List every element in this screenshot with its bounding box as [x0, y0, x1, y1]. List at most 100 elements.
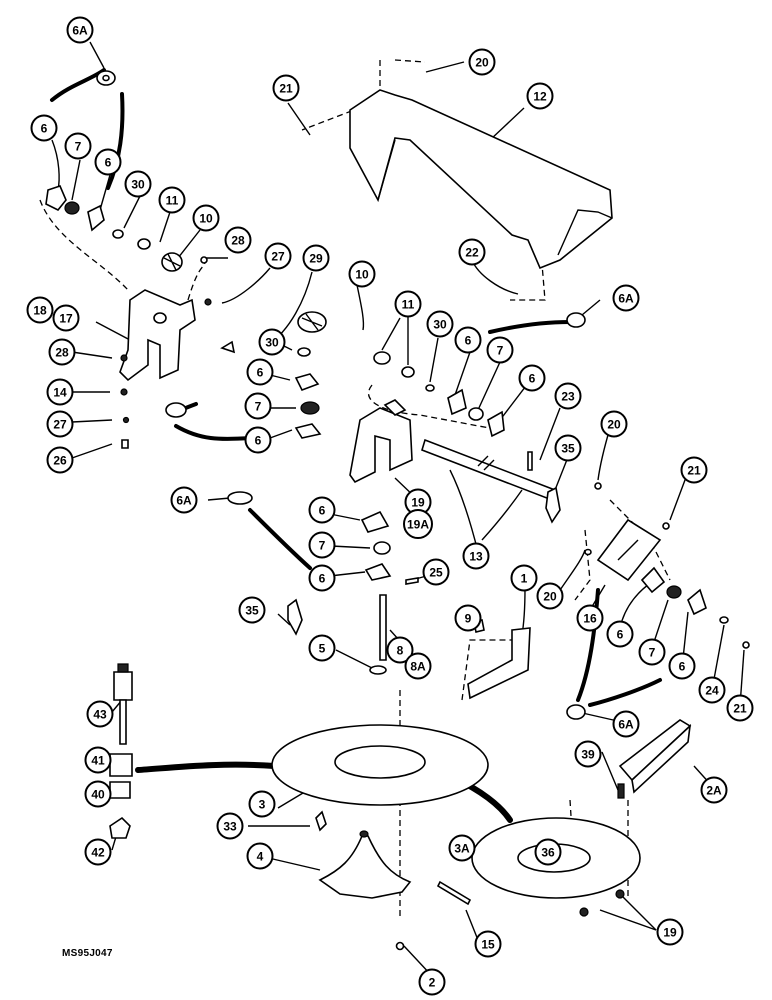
callout-label: 6A — [72, 24, 88, 38]
callout-label: 7 — [255, 400, 262, 414]
callout-6a: 6A — [612, 284, 640, 312]
callout-circle — [486, 336, 514, 364]
callout-circle — [258, 328, 286, 356]
callout-circle — [84, 780, 112, 808]
callout-label: 21 — [733, 702, 747, 716]
callout-circle — [418, 968, 446, 996]
callout-label: 6 — [257, 366, 264, 380]
callout-6: 6 — [308, 496, 336, 524]
callout-label: 20 — [475, 56, 489, 70]
callout-label: 20 — [543, 590, 557, 604]
callout-label: 8 — [397, 644, 404, 658]
callout-39: 39 — [574, 740, 602, 768]
callout-label: 28 — [55, 346, 69, 360]
callout-label: 9 — [465, 612, 472, 626]
callout-11: 11 — [394, 290, 422, 318]
callout-circle — [30, 114, 58, 142]
callout-label: 19A — [407, 518, 429, 532]
callout-circle — [84, 746, 112, 774]
callout-35: 35 — [238, 596, 266, 624]
callout-label: 11 — [166, 194, 179, 208]
callout-label: 36 — [541, 846, 555, 860]
callout-label: 24 — [705, 684, 719, 698]
callout-5: 5 — [308, 634, 336, 662]
callout-6a: 6A — [66, 16, 94, 44]
callout-circle — [574, 740, 602, 768]
callout-circle — [698, 676, 726, 704]
callout-8: 8 — [386, 636, 414, 664]
callout-circle — [526, 82, 554, 110]
callout-circle — [52, 304, 80, 332]
callout-label: 30 — [433, 318, 447, 332]
callout-9: 9 — [454, 604, 482, 632]
callout-30: 30 — [258, 328, 286, 356]
callout-circle — [124, 170, 152, 198]
callout-6: 6 — [308, 564, 336, 592]
callout-circle — [348, 260, 376, 288]
callout-circle — [238, 596, 266, 624]
callout-24: 24 — [698, 676, 726, 704]
callout-label: 6 — [105, 156, 112, 170]
callout-2: 2 — [418, 968, 446, 996]
callout-circle — [534, 838, 562, 866]
callout-label: 10 — [355, 268, 369, 282]
callout-circle — [386, 636, 414, 664]
callout-label: 27 — [53, 418, 67, 432]
callout-label: 23 — [561, 390, 575, 404]
callout-35: 35 — [554, 434, 582, 462]
callout-label: 13 — [469, 550, 483, 564]
callout-circle — [536, 582, 564, 610]
callout-21: 21 — [272, 74, 300, 102]
arm-1 — [467, 627, 531, 700]
callout-18: 18 — [26, 296, 54, 324]
callout-29: 29 — [302, 244, 330, 272]
callout-circle — [248, 790, 276, 818]
callout-7: 7 — [64, 132, 92, 160]
callout-label: 6 — [319, 572, 326, 586]
callout-circle — [224, 226, 252, 254]
callout-label: 30 — [265, 336, 279, 350]
callout-2a: 2A — [700, 776, 728, 804]
callout-27: 27 — [264, 242, 292, 270]
callout-circle — [308, 634, 336, 662]
callout-circle — [308, 564, 336, 592]
callout-42: 42 — [84, 838, 112, 866]
callout-22: 22 — [458, 238, 486, 266]
callout-label: 18 — [33, 304, 47, 318]
callout-circle — [48, 338, 76, 366]
callout-10: 10 — [192, 204, 220, 232]
callout-circle — [448, 834, 476, 862]
callout-label: 3 — [259, 798, 266, 812]
callout-28: 28 — [48, 338, 76, 366]
leader-lines — [51, 41, 745, 977]
parts — [45, 70, 750, 951]
callout-label: 28 — [231, 234, 245, 248]
callout-label: 12 — [533, 90, 547, 104]
callout-label: 35 — [245, 604, 259, 618]
callout-label: 6A — [176, 494, 192, 508]
callout-label: 7 — [497, 344, 504, 358]
callout-19a: 19A — [403, 509, 433, 539]
callout-label: 6 — [465, 334, 472, 348]
callout-label: 8A — [410, 660, 426, 674]
callout-circle — [46, 378, 74, 406]
figure-code: MS95J047 — [62, 948, 113, 959]
callout-7: 7 — [486, 336, 514, 364]
callout-label: 6 — [617, 628, 624, 642]
callout-label: 2 — [429, 976, 436, 990]
callout-circle — [458, 238, 486, 266]
callout-14: 14 — [46, 378, 74, 406]
callout-7: 7 — [638, 638, 666, 666]
callout-label: 26 — [53, 454, 67, 468]
cone-4 — [318, 835, 412, 899]
callout-label: 16 — [583, 612, 597, 626]
callout-circle — [656, 918, 684, 946]
callout-label: 41 — [91, 754, 105, 768]
callout-circle — [66, 16, 94, 44]
callout-label: 25 — [429, 566, 443, 580]
callout-6: 6 — [244, 426, 272, 454]
callout-label: 4 — [257, 850, 264, 864]
callout-circle — [272, 74, 300, 102]
callout-label: 14 — [53, 386, 67, 400]
